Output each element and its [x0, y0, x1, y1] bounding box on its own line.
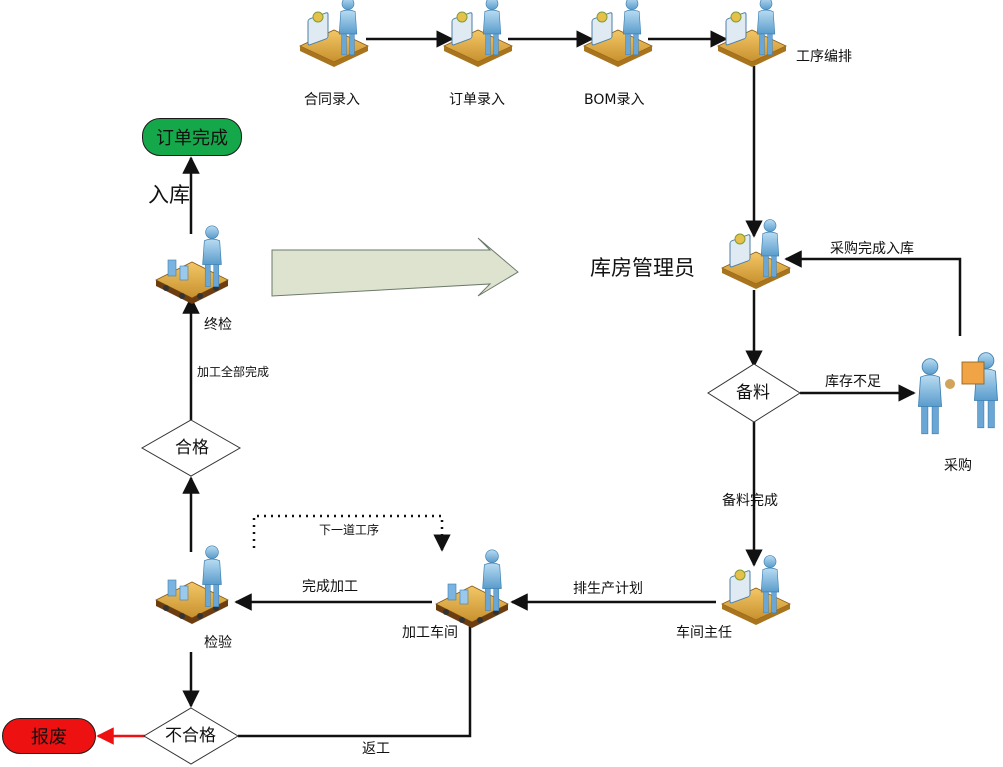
pass-label: 合格: [175, 438, 209, 458]
contract-entry-icon: [300, 0, 368, 67]
workshop-label: 加工车间: [402, 625, 458, 641]
inspection-label: 检验: [204, 635, 232, 651]
warehouse-manager-label: 库房管理员: [590, 256, 695, 280]
stock-short-edge-label: 库存不足: [825, 374, 881, 390]
scrap-terminal: 报废: [2, 718, 96, 754]
big-flow-arrow: [271, 237, 519, 297]
supervisor-icon: [722, 556, 790, 625]
purchase-label: 采购: [944, 458, 972, 474]
all-done-edge-label: 加工全部完成: [197, 365, 270, 379]
supervisor-label: 车间主任: [676, 625, 732, 641]
contract-entry-label: 合同录入: [304, 92, 360, 108]
prepare-diamond: [707, 363, 801, 423]
next-step-edge-label: 下一道工序: [319, 523, 380, 537]
order-done-terminal: 订单完成: [142, 118, 242, 156]
inspection-icon: [156, 546, 228, 624]
rework-edge-label: 返工: [362, 741, 390, 757]
fail-diamond: [143, 707, 239, 765]
prepare-label: 备料: [736, 383, 770, 403]
fail-label: 不合格: [165, 726, 216, 746]
order-entry-icon: [444, 0, 512, 67]
plan-edge-label: 排生产计划: [573, 581, 643, 597]
process-schedule-icon: [718, 0, 786, 67]
bom-entry-icon: [584, 0, 652, 67]
bom-entry-label: BOM录入: [584, 92, 645, 108]
purchase-done-edge-label: 采购完成入库: [830, 241, 914, 257]
purchasing-people-icon: [918, 352, 998, 435]
final-check-icon: [156, 226, 228, 304]
storage-label: 入库: [148, 183, 190, 207]
pass-diamond: [140, 419, 242, 477]
process-schedule-label: 工序编排: [796, 49, 852, 65]
process-done-edge-label: 完成加工: [302, 579, 358, 595]
prep-done-edge-label: 备料完成: [722, 493, 778, 509]
workshop-icon: [436, 550, 508, 628]
warehouse-manager-icon: [722, 220, 790, 289]
final-check-label: 终检: [204, 317, 232, 333]
order-entry-label: 订单录入: [449, 92, 505, 108]
